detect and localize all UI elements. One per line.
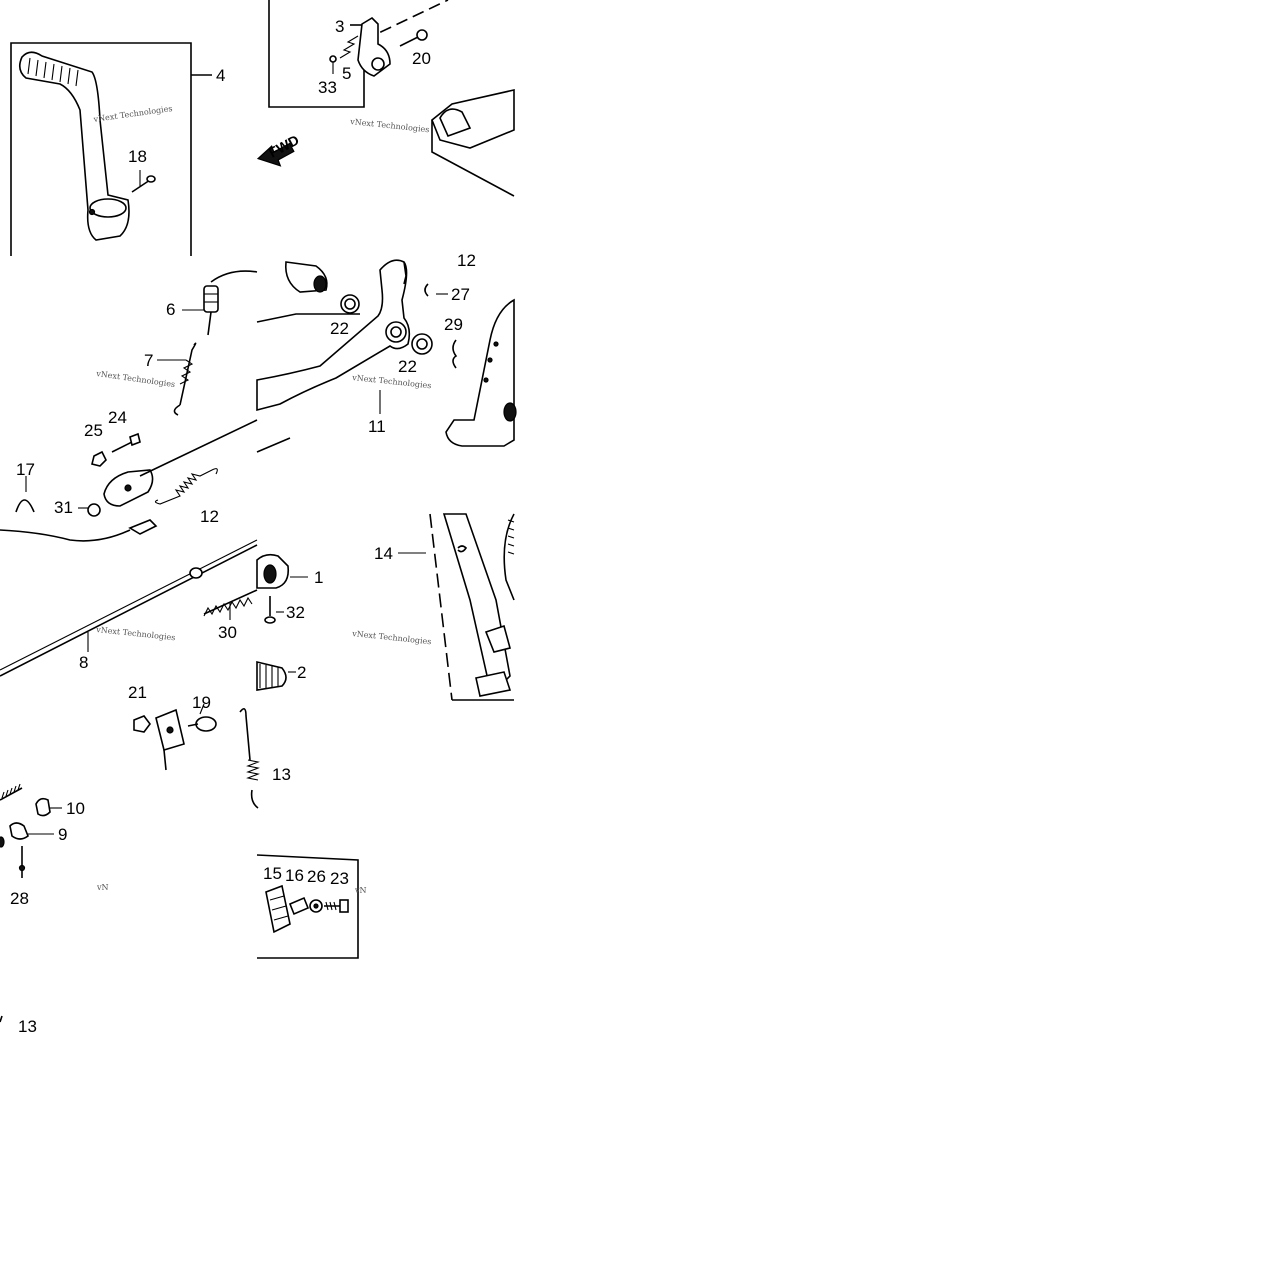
callout-8: 8 (79, 653, 88, 672)
watermark: vNext Technologies (351, 373, 432, 390)
fragment-bottom (0, 1015, 3, 1023)
callout-6: 6 (166, 300, 175, 319)
callout-9: 9 (58, 825, 67, 844)
watermark: vNext Technologies (349, 117, 430, 134)
callout-2: 2 (297, 663, 306, 682)
callout-labels: 4 18 3 5 33 20 6 7 24 25 17 31 12 12 27 … (10, 17, 476, 1036)
callout-25: 25 (84, 421, 103, 440)
clip-panel (0, 783, 62, 878)
callout-4: 4 (216, 66, 225, 85)
callout-19: 19 (192, 693, 211, 712)
callout-15: 15 (263, 864, 282, 883)
callout-11: 11 (368, 417, 386, 436)
callout-26: 26 (307, 867, 326, 886)
watermarks: vNext Technologies vNext Technologies vN… (92, 104, 432, 895)
callout-21: 21 (128, 683, 147, 702)
callout-12-upper: 12 (457, 251, 476, 270)
watermark: vNext Technologies (95, 625, 176, 642)
callout-20: 20 (412, 49, 431, 68)
callout-32: 32 (286, 603, 305, 622)
callout-33: 33 (318, 78, 337, 97)
callout-31: 31 (54, 498, 73, 517)
callout-3: 3 (335, 17, 344, 36)
watermark: vNext Technologies (92, 104, 173, 124)
callout-7: 7 (144, 351, 153, 370)
callout-23: 23 (330, 869, 349, 888)
cable-panel (15, 270, 258, 517)
brake-pedal-panel (256, 259, 517, 453)
callout-12-lower: 12 (200, 507, 219, 526)
watermark: vNext Technologies (351, 629, 432, 646)
callout-27: 27 (451, 285, 470, 304)
callout-24: 24 (108, 408, 127, 427)
callout-1: 1 (314, 568, 323, 587)
callout-16: 16 (285, 866, 304, 885)
callout-30: 30 (218, 623, 237, 642)
kick-starter-panel (10, 42, 212, 256)
side-stand-panel (398, 513, 515, 701)
callout-13-upper: 13 (272, 765, 291, 784)
watermark: vNext Technologies (95, 369, 176, 389)
callout-13-lower: 13 (18, 1017, 37, 1036)
hardware-panel (256, 854, 359, 959)
callout-18: 18 (128, 147, 147, 166)
callout-22-right: 22 (398, 357, 417, 376)
callout-14: 14 (374, 544, 393, 563)
callout-10: 10 (66, 799, 85, 818)
pivot-panel (256, 0, 515, 197)
watermark: vN (96, 883, 109, 892)
callout-17: 17 (16, 460, 35, 479)
callout-29: 29 (444, 315, 463, 334)
callout-22-left: 22 (330, 319, 349, 338)
fittings-panel (256, 553, 308, 691)
watermark: vN (354, 886, 367, 895)
brake-cable-panel (0, 519, 260, 809)
callout-28: 28 (10, 889, 29, 908)
callout-5: 5 (342, 64, 351, 83)
